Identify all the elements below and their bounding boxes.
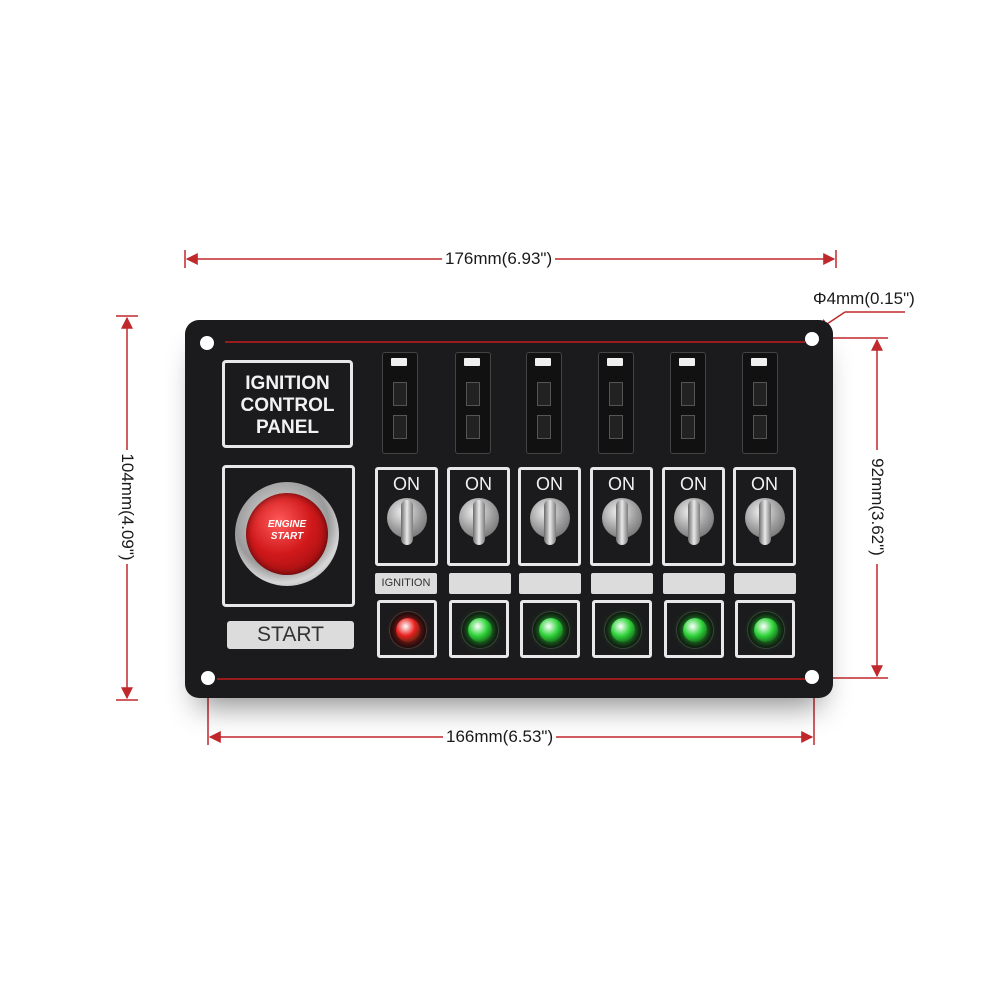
toggle-lever[interactable] [616,500,628,545]
toggle-switch-4[interactable]: ON [590,467,653,566]
height-left-label: 104mm(4.09") [117,450,137,564]
start-plate: START [227,621,354,649]
led-light-icon [468,618,492,642]
led-indicator-3 [520,600,580,658]
engine-start-button[interactable]: ENGINE START [235,482,339,586]
led-light-icon [683,618,707,642]
start-button-text-1: ENGINE [267,519,307,530]
led-indicator-1 [377,600,437,658]
fuse-cover-5[interactable] [670,352,706,454]
fuse-cover-1[interactable] [382,352,418,454]
toggle-switch-6[interactable]: ON [733,467,796,566]
width-top-label: 176mm(6.93") [442,249,556,269]
label-strip-4 [591,573,653,594]
led-light-icon [539,618,563,642]
mount-hole-top-left [200,336,214,350]
label-strip-5 [663,573,725,594]
toggle-lever[interactable] [473,500,485,545]
mount-hole-bottom-left [201,671,215,685]
toggle-lever[interactable] [759,500,771,545]
label-strip-1: IGNITION [375,573,437,594]
fuse-cover-4[interactable] [598,352,634,454]
led-indicator-4 [592,600,652,658]
height-right-label: 92mm(3.62") [867,450,887,564]
bottom-red-stripe [217,678,807,680]
start-button-text-2: START [270,531,304,542]
width-bottom-label: 166mm(6.53") [443,727,557,747]
led-light-icon [611,618,635,642]
title-line-3: PANEL [256,417,319,438]
panel-title: IGNITION CONTROL PANEL [222,360,353,448]
ignition-control-panel: IGNITION CONTROL PANEL ENGINE START STAR… [185,320,833,698]
toggle-switch-3[interactable]: ON [518,467,581,566]
toggle-on-label: ON [680,474,707,494]
toggle-switch-1[interactable]: ON [375,467,438,566]
toggle-lever[interactable] [544,500,556,545]
toggle-switch-5[interactable]: ON [662,467,725,566]
led-indicator-2 [449,600,509,658]
fuse-cover-6[interactable] [742,352,778,454]
toggle-on-label: ON [393,474,420,494]
engine-start-cap[interactable]: ENGINE START [246,493,328,575]
engine-start-housing: ENGINE START [222,465,355,607]
title-line-1: IGNITION [245,373,330,394]
toggle-switch-2[interactable]: ON [447,467,510,566]
toggle-on-label: ON [465,474,492,494]
led-indicator-5 [664,600,724,658]
toggle-lever[interactable] [688,500,700,545]
led-light-icon [754,618,778,642]
mount-hole-bottom-right [805,670,819,684]
mount-hole-top-right [805,332,819,346]
label-strip-2 [449,573,511,594]
title-line-2: CONTROL [240,395,335,416]
top-red-stripe [225,341,805,343]
toggle-on-label: ON [536,474,563,494]
label-strip-6 [734,573,796,594]
toggle-on-label: ON [751,474,778,494]
led-light-icon [396,618,420,642]
led-indicator-6 [735,600,795,658]
hole-diameter-label: Φ4mm(0.15") [813,289,915,308]
toggle-on-label: ON [608,474,635,494]
toggle-lever[interactable] [401,500,413,545]
fuse-cover-3[interactable] [526,352,562,454]
label-strip-3 [519,573,581,594]
fuse-cover-2[interactable] [455,352,491,454]
